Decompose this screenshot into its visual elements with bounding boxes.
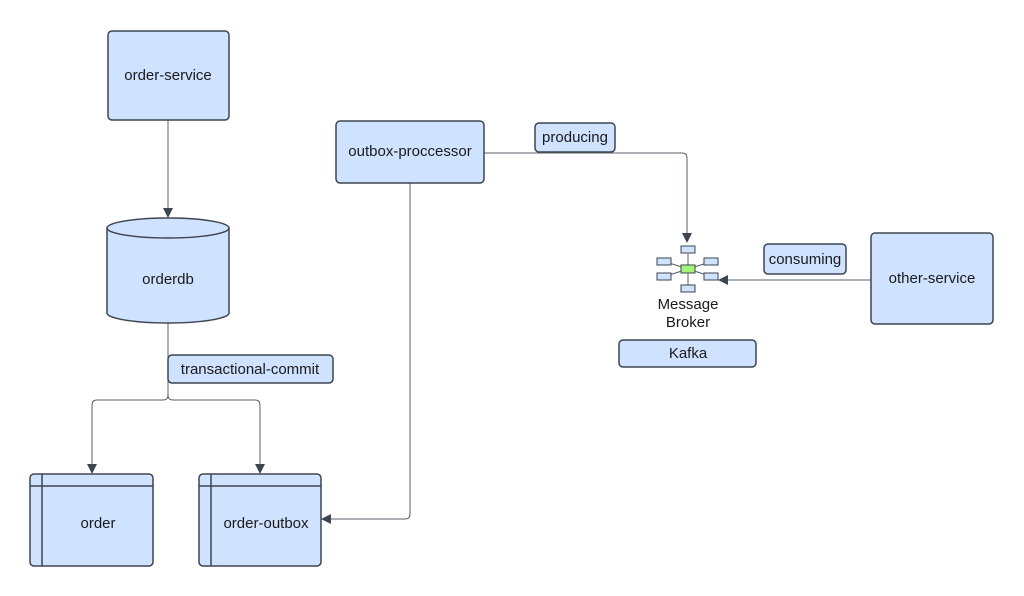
node-label: order-service	[124, 67, 212, 84]
arrowhead	[255, 464, 265, 474]
arrowhead	[682, 233, 692, 243]
database-icon	[106, 228, 230, 324]
svg-text:consuming: consuming	[769, 251, 842, 268]
node-order-table[interactable]: order	[29, 473, 154, 567]
broker-label: Broker	[666, 314, 710, 331]
node-label: order-outbox	[223, 515, 309, 532]
node-label: order	[80, 515, 115, 532]
edge-producing[interactable]	[484, 152, 688, 235]
label-producing: producing	[534, 122, 616, 153]
node-label: orderdb	[142, 271, 194, 288]
node-outbox-processor[interactable]: outbox-proccessor	[335, 120, 485, 184]
edge-processor-to-outbox[interactable]	[330, 183, 411, 520]
node-order-service[interactable]: order-service	[107, 30, 230, 121]
arrowhead	[718, 275, 728, 285]
broker-label: Message	[658, 296, 719, 313]
arrowhead	[321, 514, 331, 524]
connectors	[87, 120, 871, 524]
node-other-service[interactable]: other-service	[870, 232, 994, 325]
message-broker-icon[interactable]: Message Broker	[656, 245, 719, 331]
node-order-outbox-table[interactable]: order-outbox	[198, 473, 322, 567]
svg-text:Kafka: Kafka	[669, 345, 708, 362]
node-orderdb[interactable]: orderdb	[106, 217, 230, 324]
svg-text:producing: producing	[542, 129, 608, 146]
arrowhead	[163, 208, 173, 218]
node-label: outbox-proccessor	[348, 143, 471, 160]
arrowhead	[87, 464, 97, 474]
label-kafka: Kafka	[618, 339, 757, 368]
node-label: other-service	[889, 270, 976, 287]
svg-text:transactional-commit: transactional-commit	[181, 361, 320, 378]
edge-db-to-tables[interactable]	[91, 323, 261, 466]
label-consuming: consuming	[763, 243, 847, 275]
label-transactional-commit: transactional-commit	[167, 354, 334, 384]
